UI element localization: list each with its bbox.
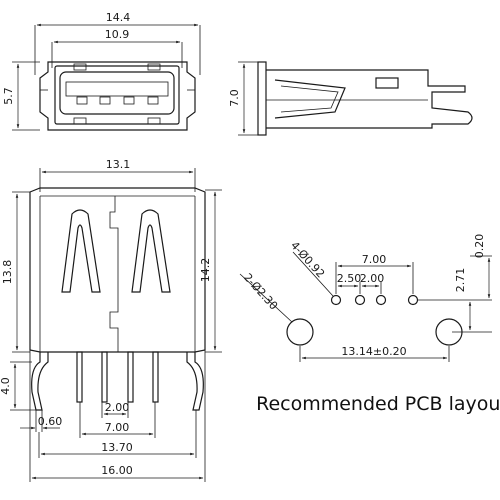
front-total-width-label: 16.00 (101, 464, 133, 477)
pcb-large-hole-label: 2-Ø2.30 (241, 271, 280, 312)
pcb-layout: 7.00 2.50 2.00 4-Ø0.92 2-Ø2.30 2.71 0.20… (239, 234, 500, 415)
side-view: 7.0 (228, 61, 473, 136)
pcb-hole-1 (330, 294, 342, 306)
pcb-hole-4 (407, 294, 419, 306)
front-leg-thickness-label: 0.60 (38, 415, 63, 428)
top-view: 14.4 10.9 5.7 (2, 11, 201, 131)
top-width-inner-label: 10.9 (105, 28, 130, 41)
pcb-hole-span-label: 13.14±0.20 (341, 345, 406, 358)
front-leg-span-label: 13.70 (101, 441, 133, 454)
top-height-label: 5.7 (2, 87, 15, 105)
pcb-hole-3 (375, 294, 387, 306)
pcb-offset-vertical-label: 2.71 (454, 268, 467, 293)
pcb-mount-hole-left (286, 318, 314, 346)
front-leg-height-label: 4.0 (0, 377, 12, 395)
top-width-outer-label: 14.4 (106, 11, 131, 24)
front-top-width-label: 13.1 (106, 158, 131, 171)
pcb-pitch-first-label: 2.50 (337, 272, 362, 285)
side-height-label: 7.0 (228, 89, 241, 107)
pcb-pin-span-label: 7.00 (362, 253, 387, 266)
front-left-height-label: 13.8 (1, 260, 14, 285)
front-right-height-label: 14.2 (199, 258, 212, 283)
pcb-pitch-second-label: 2.00 (360, 272, 385, 285)
pcb-offset-top-label: 0.20 (473, 234, 486, 259)
front-view: 13.1 13.8 14.2 4.0 (0, 158, 222, 482)
pcb-small-hole-label: 4-Ø0.92 (288, 239, 327, 280)
pcb-hole-2 (354, 294, 366, 306)
pcb-caption: Recommended PCB layout (256, 393, 500, 415)
front-pin-span-label: 7.00 (105, 421, 130, 434)
front-pin-pitch-label: 2.00 (105, 401, 130, 414)
